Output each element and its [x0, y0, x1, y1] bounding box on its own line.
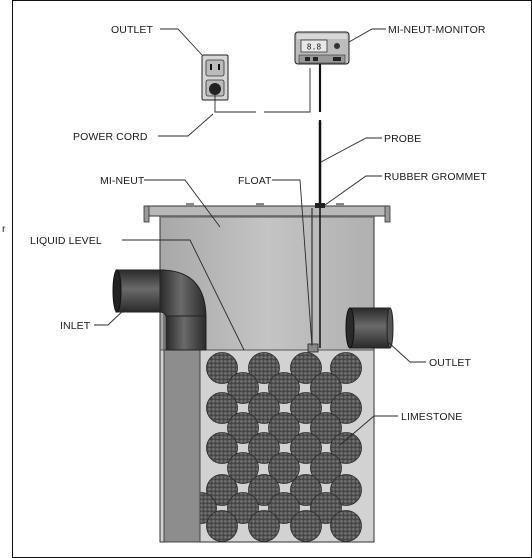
label-rubber-grommet: RUBBER GROMMET — [384, 171, 487, 183]
outlet-socket-top — [205, 59, 225, 77]
limestone-stone — [227, 372, 259, 404]
outlet-slot-2 — [218, 64, 220, 70]
limestone-stone — [310, 452, 342, 484]
limestone-stone — [330, 392, 362, 424]
monitor-knob — [334, 43, 340, 49]
tank-lid — [145, 205, 389, 217]
tank-lid-lip-left — [143, 205, 150, 223]
leader-mi-neut — [144, 179, 221, 228]
monitor-screen — [300, 39, 328, 53]
limestone-stone — [227, 492, 259, 524]
outlet-pipe — [345, 307, 394, 349]
limestone-stone — [206, 392, 238, 424]
leader-power-cord — [158, 113, 214, 137]
limestone-stones — [164, 352, 362, 542]
monitor-button-3 — [333, 57, 341, 61]
limestone-stone — [268, 492, 300, 524]
monitor-top — [297, 34, 347, 39]
leader-grommet — [324, 175, 382, 206]
limestone-stone — [290, 474, 322, 506]
label-monitor: MI-NEUT-MONITOR — [388, 24, 486, 36]
float — [307, 343, 319, 353]
outlet-pipe-body — [349, 307, 391, 349]
inlet-pipe — [112, 269, 207, 543]
monitor-unit: 8.8 — [294, 31, 350, 65]
label-outlet-pipe: OUTLET — [429, 357, 472, 369]
leader-float — [272, 179, 313, 347]
limestone-stone — [290, 392, 322, 424]
label-power-cord: POWER CORD — [73, 131, 148, 143]
lid-tab-right — [336, 203, 344, 206]
limestone-stone — [310, 492, 342, 524]
rubber-grommet — [315, 203, 325, 208]
limestone-stone — [268, 372, 300, 404]
wall-outlet — [201, 54, 229, 101]
label-outlet-power: OUTLET — [111, 24, 154, 36]
limestone-stone — [248, 352, 280, 384]
limestone-stone — [310, 372, 342, 404]
leader-liquid-level — [122, 239, 245, 351]
limestone-stone — [248, 474, 280, 506]
limestone-stone — [268, 412, 300, 444]
leader-monitor — [348, 28, 386, 43]
inlet-vertical — [165, 315, 207, 351]
leader-limestone — [339, 415, 398, 446]
inlet-dip-tube-lower — [163, 349, 201, 543]
limestone-stone — [206, 474, 238, 506]
leader-outlet-power — [160, 28, 203, 56]
limestone-stone — [206, 432, 238, 464]
label-inlet: INLET — [60, 320, 91, 332]
limestone-stone — [248, 432, 280, 464]
limestone-stone — [248, 510, 280, 542]
leader-probe — [320, 137, 382, 163]
limestone-stone — [248, 392, 280, 424]
limestone-stone — [330, 510, 362, 542]
label-probe: PROBE — [384, 133, 421, 145]
limestone-stone — [290, 432, 322, 464]
outlet-slot-1 — [210, 64, 212, 70]
label-limestone: LIMESTONE — [401, 411, 462, 423]
monitor-button-1 — [305, 57, 310, 61]
limestone-stone — [206, 510, 238, 542]
monitor-button-2 — [313, 57, 318, 61]
limestone-stone — [227, 412, 259, 444]
lid-tab-left — [186, 203, 194, 206]
limestone-stone — [268, 452, 300, 484]
limestone-stone — [227, 452, 259, 484]
power-plug — [209, 83, 221, 95]
inlet-horizontal — [115, 269, 165, 313]
label-mi-neut: MI-NEUT — [100, 175, 145, 187]
monitor-base — [298, 54, 346, 64]
inlet-opening — [112, 269, 122, 313]
leader-outlet-pipe — [387, 341, 426, 363]
label-liquid-level: LIQUID LEVEL — [30, 235, 102, 247]
limestone-stone — [330, 474, 362, 506]
lid-tab-center — [256, 203, 264, 206]
limestone-stone — [330, 352, 362, 384]
outlet-pipe-end — [386, 307, 394, 349]
limestone-stone — [310, 412, 342, 444]
limestone-stone — [290, 352, 322, 384]
limestone-stone — [290, 510, 322, 542]
edge-fragment-text: r — [2, 223, 6, 235]
outlet-pipe-opening — [345, 307, 355, 349]
monitor-display-value: 8.8 — [307, 43, 322, 52]
leader-inlet — [94, 307, 127, 326]
label-float: FLOAT — [238, 175, 272, 187]
limestone-stone — [206, 352, 238, 384]
tank-lid-lip-right — [384, 205, 391, 223]
probe-assembly — [307, 122, 325, 353]
power-cord — [214, 68, 311, 113]
limestone-stone — [330, 432, 362, 464]
